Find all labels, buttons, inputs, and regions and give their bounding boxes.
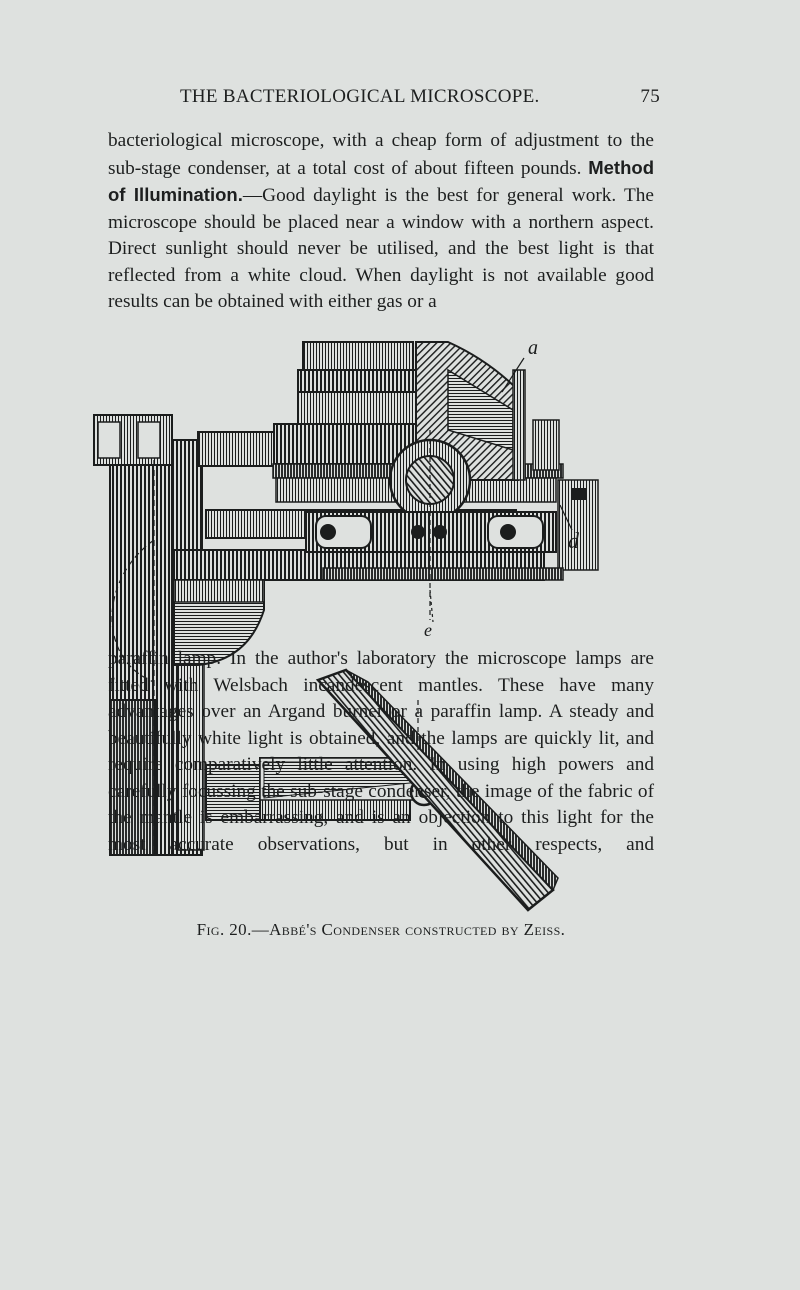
page-number: 75	[640, 86, 660, 107]
paragraph-2: paraffin lamp. In the author's laborator…	[108, 648, 654, 855]
section-heading: Method of Illumination.	[108, 156, 654, 206]
leader-line-a	[501, 357, 525, 393]
paragraph-1: bacteriological microscope, with a cheap…	[108, 128, 654, 316]
paragraph-1-body-text: —Good daylight is the best for general w…	[108, 185, 654, 312]
running-head: THE BACTERIOLOGICAL MICROSCOPE. 75	[150, 86, 660, 110]
paragraph-1-lead-text: bacteriological microscope, with a cheap…	[108, 130, 654, 179]
condenser-mount	[272, 341, 599, 620]
figure-label-d: d	[568, 528, 580, 553]
running-title: THE BACTERIOLOGICAL MICROSCOPE.	[180, 86, 540, 107]
condenser-engraving: a d e	[93, 337, 599, 912]
figure-abbe-condenser: a d e	[88, 330, 648, 920]
mirror-arm-column	[93, 414, 205, 856]
leader-line-d	[559, 504, 573, 531]
figure-label-a: a	[528, 337, 538, 359]
figure-caption: Fig. 20.—Abbé's Condenser constructed by…	[196, 920, 566, 939]
mirror-assembly	[205, 668, 559, 912]
figure-label-e: e	[424, 620, 432, 640]
leader-line-e	[429, 589, 434, 623]
